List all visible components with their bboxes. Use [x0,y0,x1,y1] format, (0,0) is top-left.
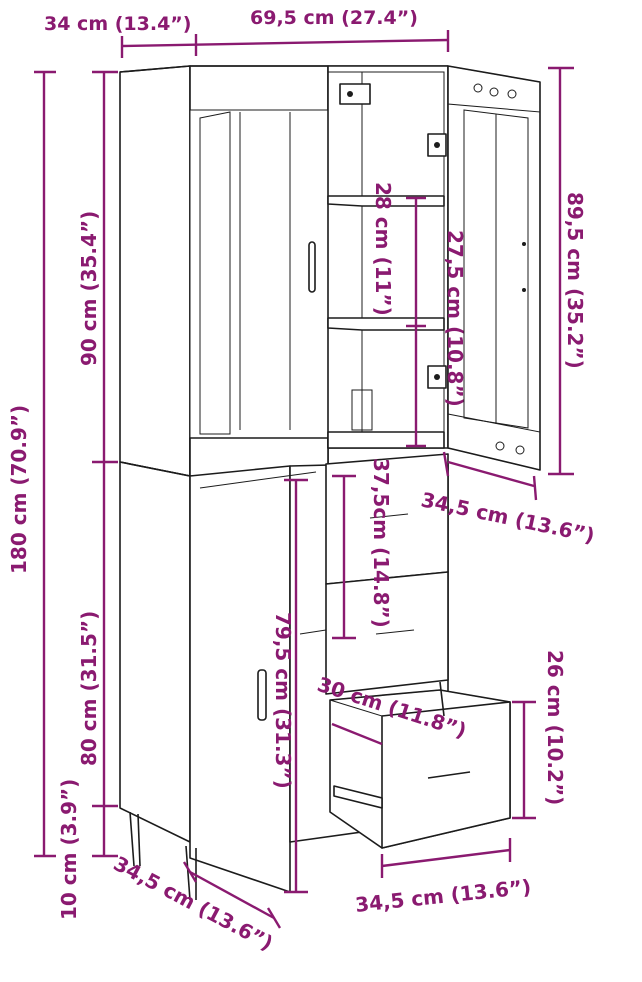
drawer-height-label: 26 cm (10.2”) [543,650,567,805]
lower-side-panel [119,461,191,843]
leg [185,845,191,901]
upper-height-label: 90 cm (35.4”) [77,211,101,366]
shelf-gap-left-label: 28 cm (11”) [371,182,395,316]
width-top-label: 69,5 cm (27.4”) [250,7,418,29]
upper-bottom-panel [327,431,445,449]
leg [439,681,445,717]
dimension-lines [34,30,574,929]
drawer-slide [333,785,383,809]
upper-shelf-2 [327,317,445,331]
upper-side-panel [119,65,191,477]
lower-door-height-label: 79,5 cm (31.3”) [271,612,295,789]
total-height-label: 180 cm (70.9”) [7,405,31,574]
drawer-width-label: 34,5 cm (13.6”) [354,875,532,917]
shelf-gap-right-label: 27,5 cm (10.8”) [443,230,467,407]
drawer-block-height-label: 37,5cm (14.8”) [369,458,393,628]
cabinet-illustration [119,65,541,901]
leg [129,811,135,867]
leg-height-label: 10 cm (3.9”) [57,779,81,920]
lower-height-label: 80 cm (31.5”) [77,611,101,766]
door-height-upper-label: 89,5 cm (35.2”) [563,192,587,369]
upper-door-handle [308,241,316,293]
lower-door-handle [257,669,267,721]
depth-top-label: 34 cm (13.4”) [44,13,191,35]
hinge-icon [339,83,371,105]
